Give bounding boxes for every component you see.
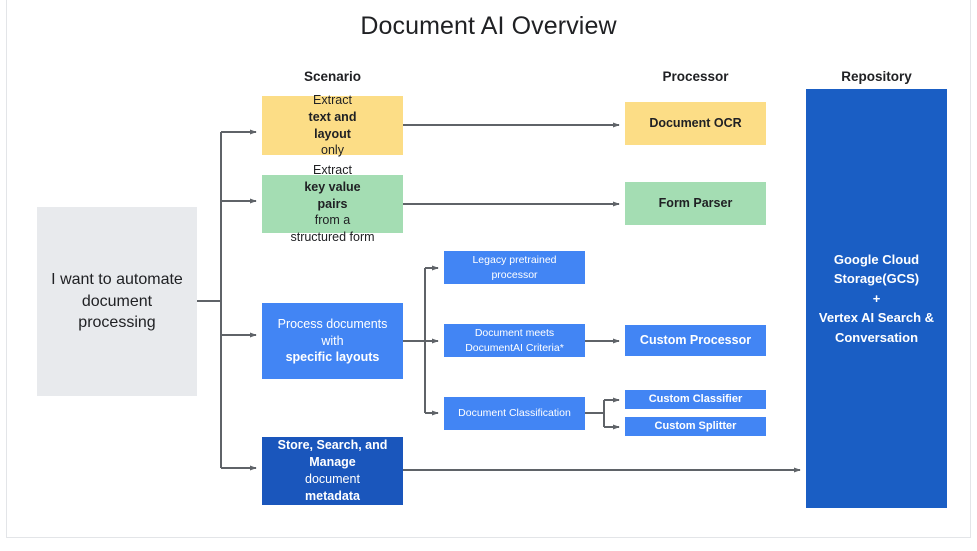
processor-label: Custom Processor bbox=[639, 333, 752, 348]
scenario-extract-text-layout[interactable]: Extract text and layout only bbox=[262, 93, 403, 157]
scenario-line-2: layout only bbox=[314, 126, 351, 158]
column-header-processor: Processor bbox=[662, 69, 729, 84]
scenario-line-2: with specific layouts bbox=[285, 333, 380, 365]
scenario-store-search-manage[interactable]: Store, Search, and Manage document metad… bbox=[262, 437, 403, 505]
scenario-line-2: pairs from a bbox=[314, 196, 351, 228]
frame-border-bottom bbox=[6, 537, 971, 538]
node-line-2: processor bbox=[491, 268, 538, 281]
intent-line-2: document bbox=[81, 292, 153, 310]
scenario-line-1: Store, Search, and bbox=[277, 438, 388, 453]
node-document-classification[interactable]: Document Classification bbox=[444, 397, 585, 430]
intent-line-3: processing bbox=[78, 314, 156, 332]
scenario-extract-key-value[interactable]: Extract key value pairs from a structure… bbox=[262, 163, 403, 244]
node-documentai-criteria[interactable]: Document meets DocumentAI Criteria* bbox=[444, 324, 585, 357]
processor-label: Custom Splitter bbox=[654, 420, 737, 433]
repository-line-5: Conversation bbox=[834, 329, 919, 345]
processor-form-parser[interactable]: Form Parser bbox=[625, 182, 766, 225]
repository-line-4: Vertex AI Search & bbox=[818, 310, 935, 326]
processor-label: Custom Classifier bbox=[648, 393, 743, 406]
intent-box: I want to automate document processing bbox=[37, 207, 197, 396]
scenario-line-1: Process documents bbox=[277, 316, 388, 331]
column-header-repository: Repository bbox=[841, 69, 912, 84]
processor-label: Document OCR bbox=[649, 116, 742, 131]
scenario-line-3: metadata bbox=[305, 488, 360, 503]
repository-box[interactable]: Google Cloud Storage(GCS) + Vertex AI Se… bbox=[806, 89, 947, 508]
frame-border-left bbox=[6, 0, 7, 538]
node-line-1: Document Classification bbox=[458, 407, 571, 420]
scenario-process-specific-layouts[interactable]: Process documents with specific layouts bbox=[262, 303, 403, 379]
scenario-line-2: Manage document bbox=[305, 455, 360, 486]
intent-line-1: I want to automate bbox=[51, 271, 183, 289]
node-legacy-pretrained-processor[interactable]: Legacy pretrained processor bbox=[444, 251, 585, 284]
processor-custom-classifier[interactable]: Custom Classifier bbox=[625, 390, 766, 409]
processor-document-ocr[interactable]: Document OCR bbox=[625, 102, 766, 145]
scenario-line-1: Extract key value bbox=[304, 162, 361, 194]
frame-border-right bbox=[970, 0, 971, 538]
repository-line-1: Google Cloud bbox=[833, 251, 920, 267]
repository-line-3: + bbox=[872, 290, 881, 306]
node-line-2: DocumentAI Criteria* bbox=[465, 341, 564, 354]
processor-custom-splitter[interactable]: Custom Splitter bbox=[625, 417, 766, 436]
scenario-line-3: structured form bbox=[290, 230, 375, 245]
column-header-scenario: Scenario bbox=[303, 69, 362, 84]
processor-label: Form Parser bbox=[658, 196, 733, 211]
node-line-1: Legacy pretrained bbox=[472, 254, 557, 267]
node-line-1: Document meets bbox=[474, 327, 555, 340]
scenario-line-1: Extract text and bbox=[308, 92, 357, 124]
repository-line-2: Storage(GCS) bbox=[833, 271, 920, 287]
diagram-title: Document AI Overview bbox=[360, 12, 617, 40]
processor-custom-processor[interactable]: Custom Processor bbox=[625, 325, 766, 356]
